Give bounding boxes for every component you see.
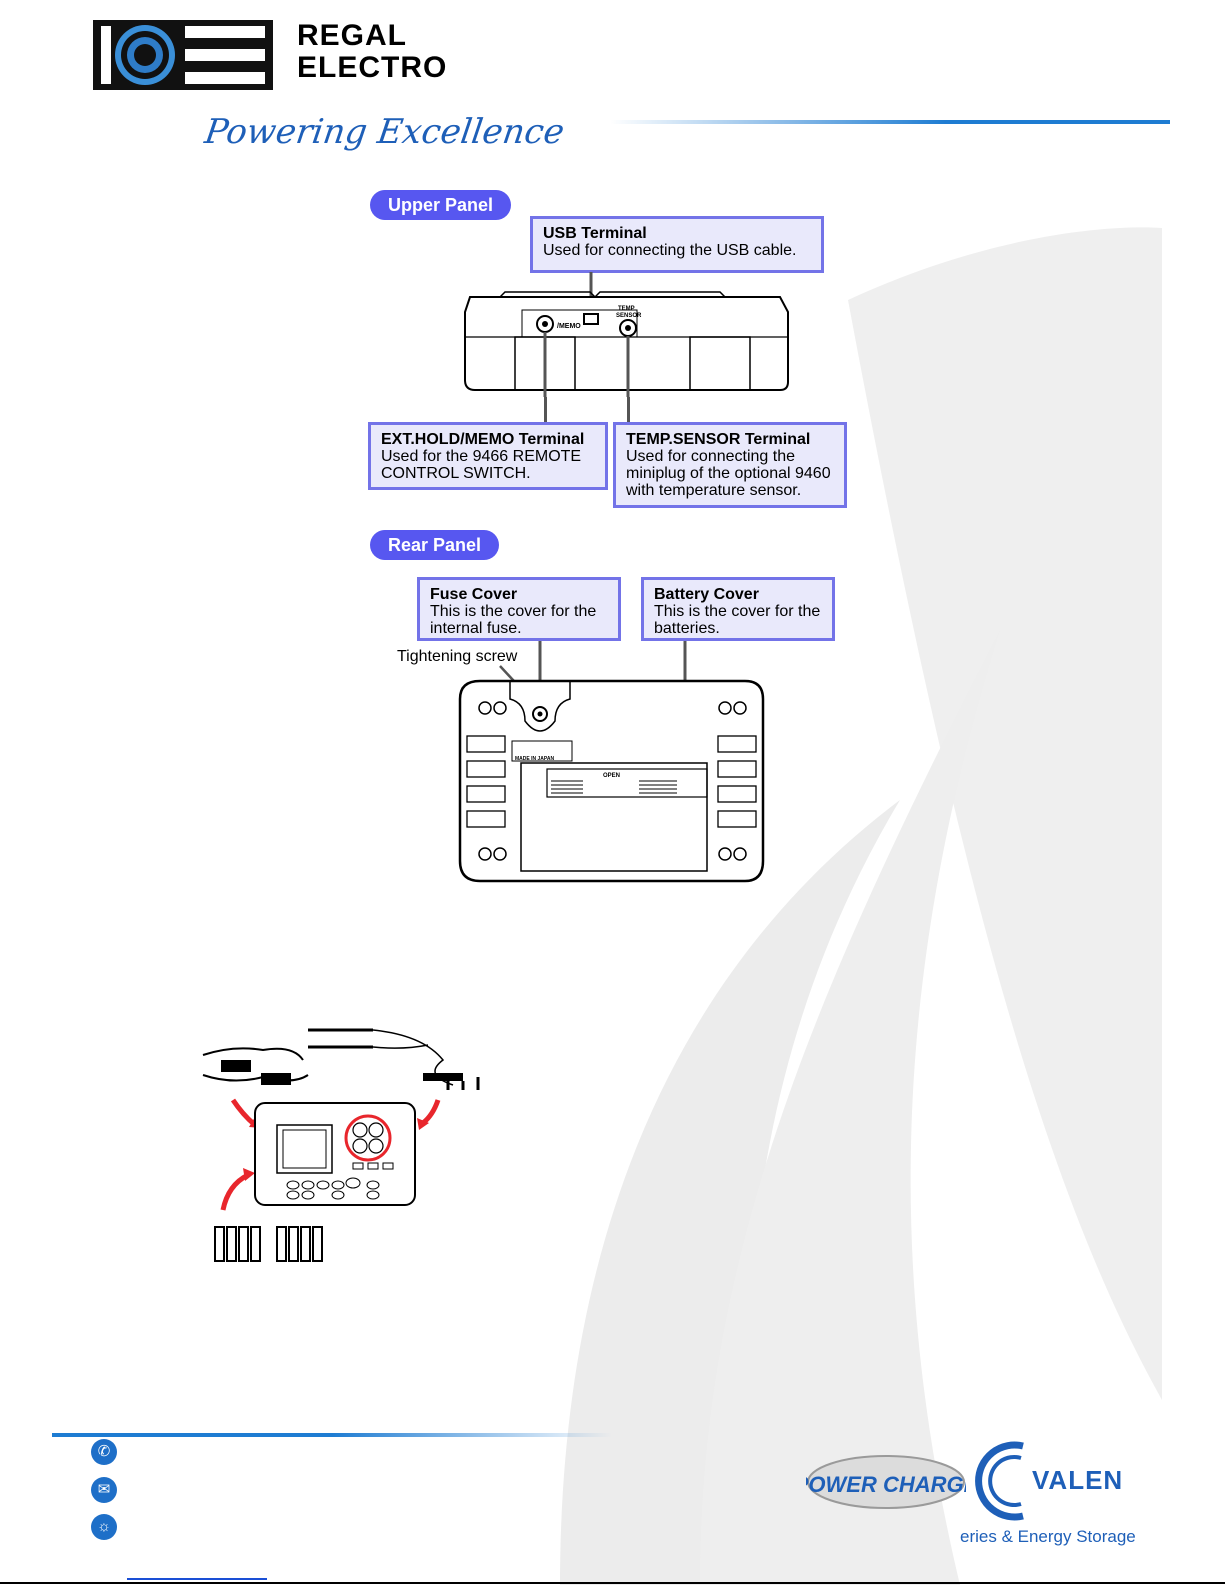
ext-hold-memo-title: EXT.HOLD/MEMO Terminal — [381, 431, 585, 448]
valen-logo-mark — [975, 1441, 1024, 1521]
fuse-cover-callout: Fuse Cover This is the cover for the int… — [417, 577, 621, 641]
battery-cover-callout: Battery Cover This is the cover for the … — [641, 577, 835, 641]
usb-terminal-callout: USB Terminal Used for connecting the USB… — [530, 216, 824, 273]
open-label: OPEN — [603, 773, 620, 779]
power-charge-text: POWER CHARGE — [806, 1472, 966, 1497]
ext-hold-leader — [544, 397, 547, 423]
made-in-label: MADE IN JAPAN — [515, 756, 554, 762]
valen-subtitle: eries & Energy Storage — [960, 1527, 1136, 1546]
memo-port-label: /MEMO — [557, 323, 581, 330]
rear-panel-pill: Rear Panel — [370, 530, 500, 560]
upper-panel-pill: Upper Panel — [370, 190, 512, 220]
fuse-cover-title: Fuse Cover — [430, 586, 518, 603]
valen-text: VALEN — [1032, 1465, 1124, 1495]
temp-sensor-leader — [627, 397, 630, 423]
bottom-rule — [0, 1582, 1225, 1584]
brand-line-2: ELECTRO — [297, 51, 448, 84]
brand-line-1: REGAL — [297, 19, 407, 52]
footer-divider — [52, 1433, 612, 1437]
ext-hold-memo-desc: Used for the 9466 REMOTE CONTROL SWITCH. — [381, 448, 582, 482]
temp-sensor-title: TEMP.SENSOR Terminal — [626, 431, 811, 448]
tightening-screw-note: Tightening screw — [397, 648, 518, 665]
power-charge-logo: POWER CHARGE — [806, 1455, 966, 1509]
mail-icon: ✉ — [91, 1477, 117, 1503]
battery-cover-desc: This is the cover for the batteries. — [654, 603, 821, 637]
tagline: Powering Excellence — [202, 112, 567, 152]
temp-sensor-callout: TEMP.SENSOR Terminal Used for connecting… — [613, 422, 847, 508]
footer-link-underline[interactable] — [127, 1578, 267, 1580]
header-divider — [610, 120, 1170, 124]
fuse-cover-desc: This is the cover for the internal fuse. — [430, 603, 597, 637]
regal-electro-logo — [93, 20, 273, 90]
accessories-illustration — [202, 1028, 480, 1262]
usb-terminal-desc: Used for connecting the USB cable. — [543, 242, 797, 259]
temp-sensor-desc: Used for connecting the miniplug of the … — [626, 448, 831, 499]
brand-name: REGAL ELECTRO — [297, 20, 447, 84]
phone-icon: ✆ — [91, 1439, 117, 1465]
globe-icon: ☼ — [91, 1514, 117, 1540]
usb-terminal-title: USB Terminal — [543, 225, 647, 242]
ext-hold-memo-callout: EXT.HOLD/MEMO Terminal Used for the 9466… — [368, 422, 608, 490]
rear-panel-device: MADE IN JAPAN OPEN — [458, 641, 765, 883]
battery-cover-title: Battery Cover — [654, 586, 759, 603]
